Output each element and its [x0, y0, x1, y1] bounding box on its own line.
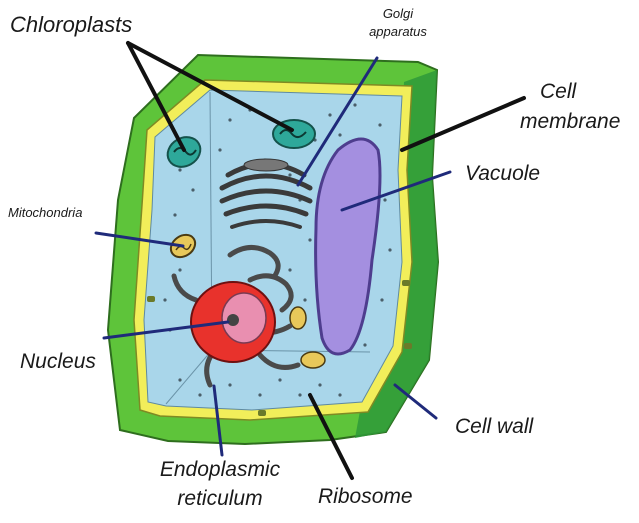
label-mitochondria: Mitochondria [8, 205, 82, 220]
mitochondrion-bottom [301, 352, 325, 368]
label-er-line2: reticulum [140, 487, 300, 511]
nucleus [191, 282, 275, 362]
label-chloroplasts: Chloroplasts [10, 12, 132, 38]
label-vacuole: Vacuole [465, 162, 540, 186]
label-golgi-line2: apparatus [358, 24, 438, 39]
label-ribosome: Ribosome [318, 485, 413, 509]
label-golgi-line1: Golgi [358, 6, 438, 21]
label-cell-wall: Cell wall [455, 415, 533, 439]
label-er-line1: Endoplasmic [140, 458, 300, 482]
label-cell-membrane-line1: Cell [540, 80, 576, 104]
label-cell-membrane-line2: membrane [520, 110, 620, 134]
label-nucleus: Nucleus [20, 350, 96, 374]
